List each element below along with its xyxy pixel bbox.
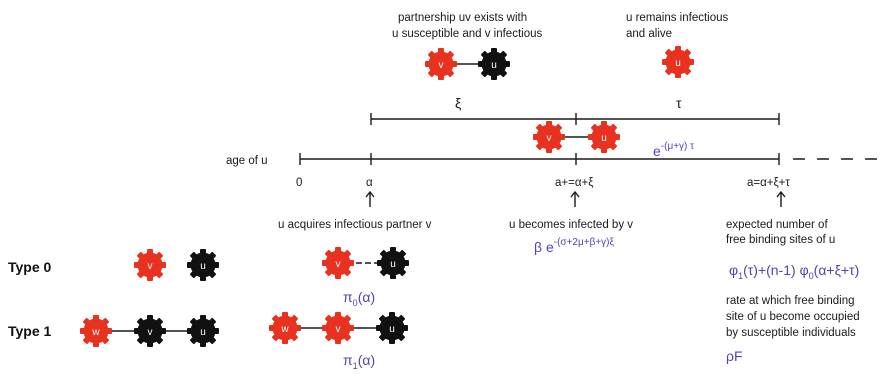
pi1-formula: π1(α) — [343, 352, 375, 371]
svg-text:u: u — [390, 259, 396, 270]
arrow-alpha — [365, 190, 375, 207]
svg-text:u: u — [200, 327, 206, 338]
svg-text:v: v — [336, 259, 341, 270]
svg-text:w: w — [91, 327, 100, 338]
rate-line2: site of u become occupied — [726, 311, 860, 323]
svg-text:v: v — [148, 261, 153, 272]
interval-tau-label: τ — [676, 95, 682, 111]
svg-text:w: w — [280, 324, 289, 335]
binding-sites-formula: φ1(τ)+(n-1) φ0(α+ξ+τ) — [729, 262, 859, 281]
type0-node-v: v — [134, 249, 166, 281]
remains-caption-line2: and alive — [626, 28, 672, 40]
mid-node-v: v — [533, 121, 565, 153]
type0-label: Type 0 — [8, 259, 52, 275]
type1-node-u: u — [187, 315, 219, 347]
type0-pair-node-u: u — [377, 247, 409, 279]
type1-label: Type 1 — [8, 323, 52, 339]
svg-text:v: v — [148, 327, 153, 338]
pi0-formula: π0(α) — [343, 289, 375, 308]
rate-line3: by susceptible individuals — [726, 327, 856, 339]
type1-node-w: w — [80, 315, 112, 347]
arrow-infection — [570, 190, 580, 207]
rhoF-formula: ρF — [726, 348, 743, 364]
axis-label: age of u — [226, 155, 268, 167]
svg-text:u: u — [389, 324, 395, 335]
svg-text:v: v — [547, 133, 552, 144]
rate-line1: rate at which free binding — [726, 295, 855, 307]
partnership-caption-line1: partnership uv exists with — [398, 12, 527, 24]
expected-line2: free binding sites of u — [726, 234, 835, 246]
infection-rate-formula: β e-(σ+2μ+β+γ)ξ — [534, 237, 614, 255]
arrow-end — [776, 190, 786, 207]
interval-xi-label: ξ — [455, 95, 461, 111]
type1-node-v: v — [134, 315, 166, 347]
svg-text:u: u — [491, 60, 497, 71]
type1-pair-node-u: u — [376, 312, 408, 344]
svg-text:u: u — [675, 58, 681, 69]
acquires-annotation: u acquires infectious partner v — [278, 219, 432, 231]
type0-node-u: u — [187, 249, 219, 281]
type1-pair-node-v: v — [322, 312, 354, 344]
tick-label-end: a=α+ξ+τ — [747, 177, 790, 189]
type1-pair-node-w: w — [269, 312, 301, 344]
tick-label-0: 0 — [296, 177, 302, 189]
tick-label-alpha: α — [366, 177, 373, 189]
svg-text:v: v — [336, 324, 341, 335]
mid-node-u: u — [588, 121, 620, 153]
svg-text:u: u — [601, 133, 607, 144]
type0-pair-node-v: v — [322, 247, 354, 279]
remains-caption-line1: u remains infectious — [626, 12, 729, 24]
top-node-u: u — [478, 48, 510, 80]
top-node-v: v — [425, 48, 457, 80]
svg-text:u: u — [200, 261, 206, 272]
survival-formula: e-(μ+γ) τ — [653, 141, 694, 159]
svg-text:v: v — [439, 60, 444, 71]
tick-label-infection: a+=α+ξ — [555, 177, 593, 189]
partnership-caption-line2: u susceptible and v infectious — [392, 28, 542, 40]
top-node-u-infectious: u — [662, 46, 694, 78]
infected-by-annotation: u becomes infected by v — [509, 219, 633, 231]
expected-line1: expected number of — [726, 219, 828, 231]
